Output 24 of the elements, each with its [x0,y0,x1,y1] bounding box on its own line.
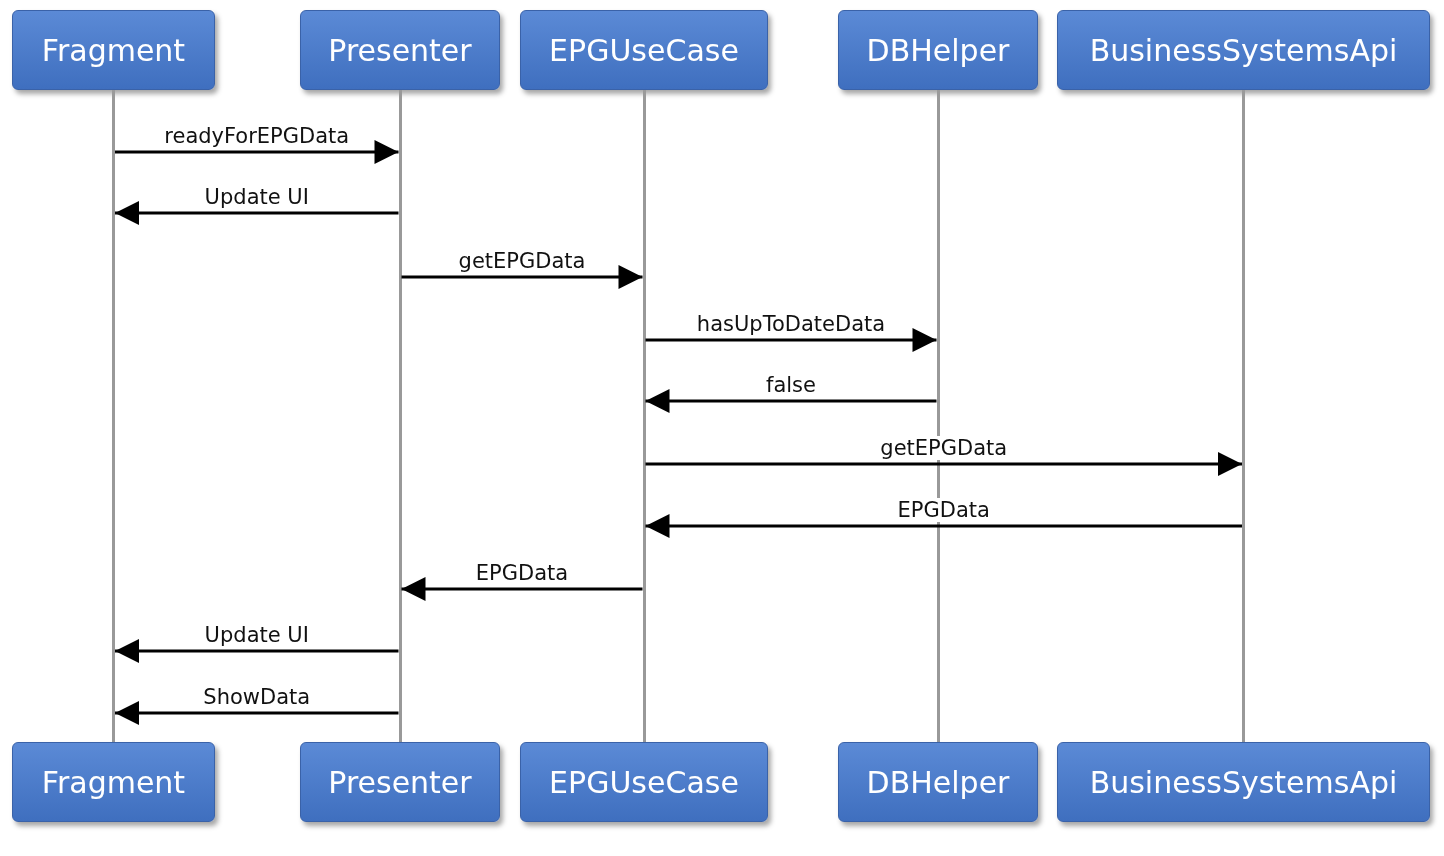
participant-box: BusinessSystemsApi [1057,10,1430,90]
participant-box: EPGUseCase [520,10,768,90]
participant-box: Fragment [12,10,215,90]
lifeline [642,90,646,742]
participant-box: DBHelper [838,742,1038,822]
participant-box: BusinessSystemsApi [1057,742,1430,822]
arrow [401,265,643,289]
participant-box: Presenter [300,742,500,822]
arrow [645,452,1242,476]
arrow [115,701,399,725]
participant-box: Fragment [12,742,215,822]
arrow [645,328,937,352]
arrow [115,140,399,164]
lifeline [398,90,402,742]
participant-box: EPGUseCase [520,742,768,822]
arrow [645,389,937,413]
lifeline [112,90,115,742]
arrow [115,639,399,663]
arrow [645,514,1242,538]
lifeline [1242,90,1245,742]
participant-box: Presenter [300,10,500,90]
participant-box: DBHelper [838,10,1038,90]
arrow [401,577,643,601]
arrow [115,201,399,225]
